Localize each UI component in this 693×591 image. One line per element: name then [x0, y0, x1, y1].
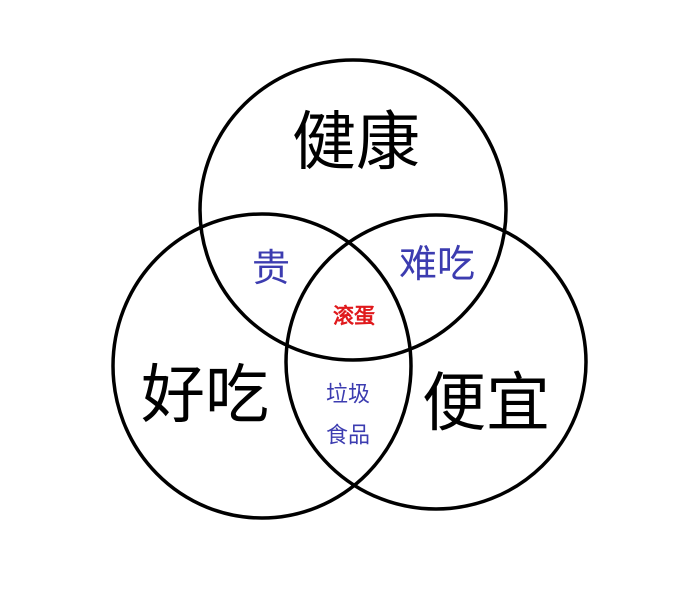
overlap-label-top-left: 贵: [252, 246, 290, 290]
set-label-top: 健康: [292, 106, 420, 180]
center-label: 滚蛋: [333, 304, 375, 328]
set-label-right: 便宜: [422, 367, 550, 441]
circle-left: [111, 212, 413, 520]
circle-top: [198, 58, 508, 362]
set-label-left: 好吃: [141, 359, 269, 433]
circle-right: [284, 213, 588, 511]
overlap-label-left-right-line2: 食品: [326, 424, 370, 449]
overlap-label-left-right-line1: 垃圾: [326, 383, 370, 408]
overlap-label-top-right: 难吃: [399, 242, 475, 286]
